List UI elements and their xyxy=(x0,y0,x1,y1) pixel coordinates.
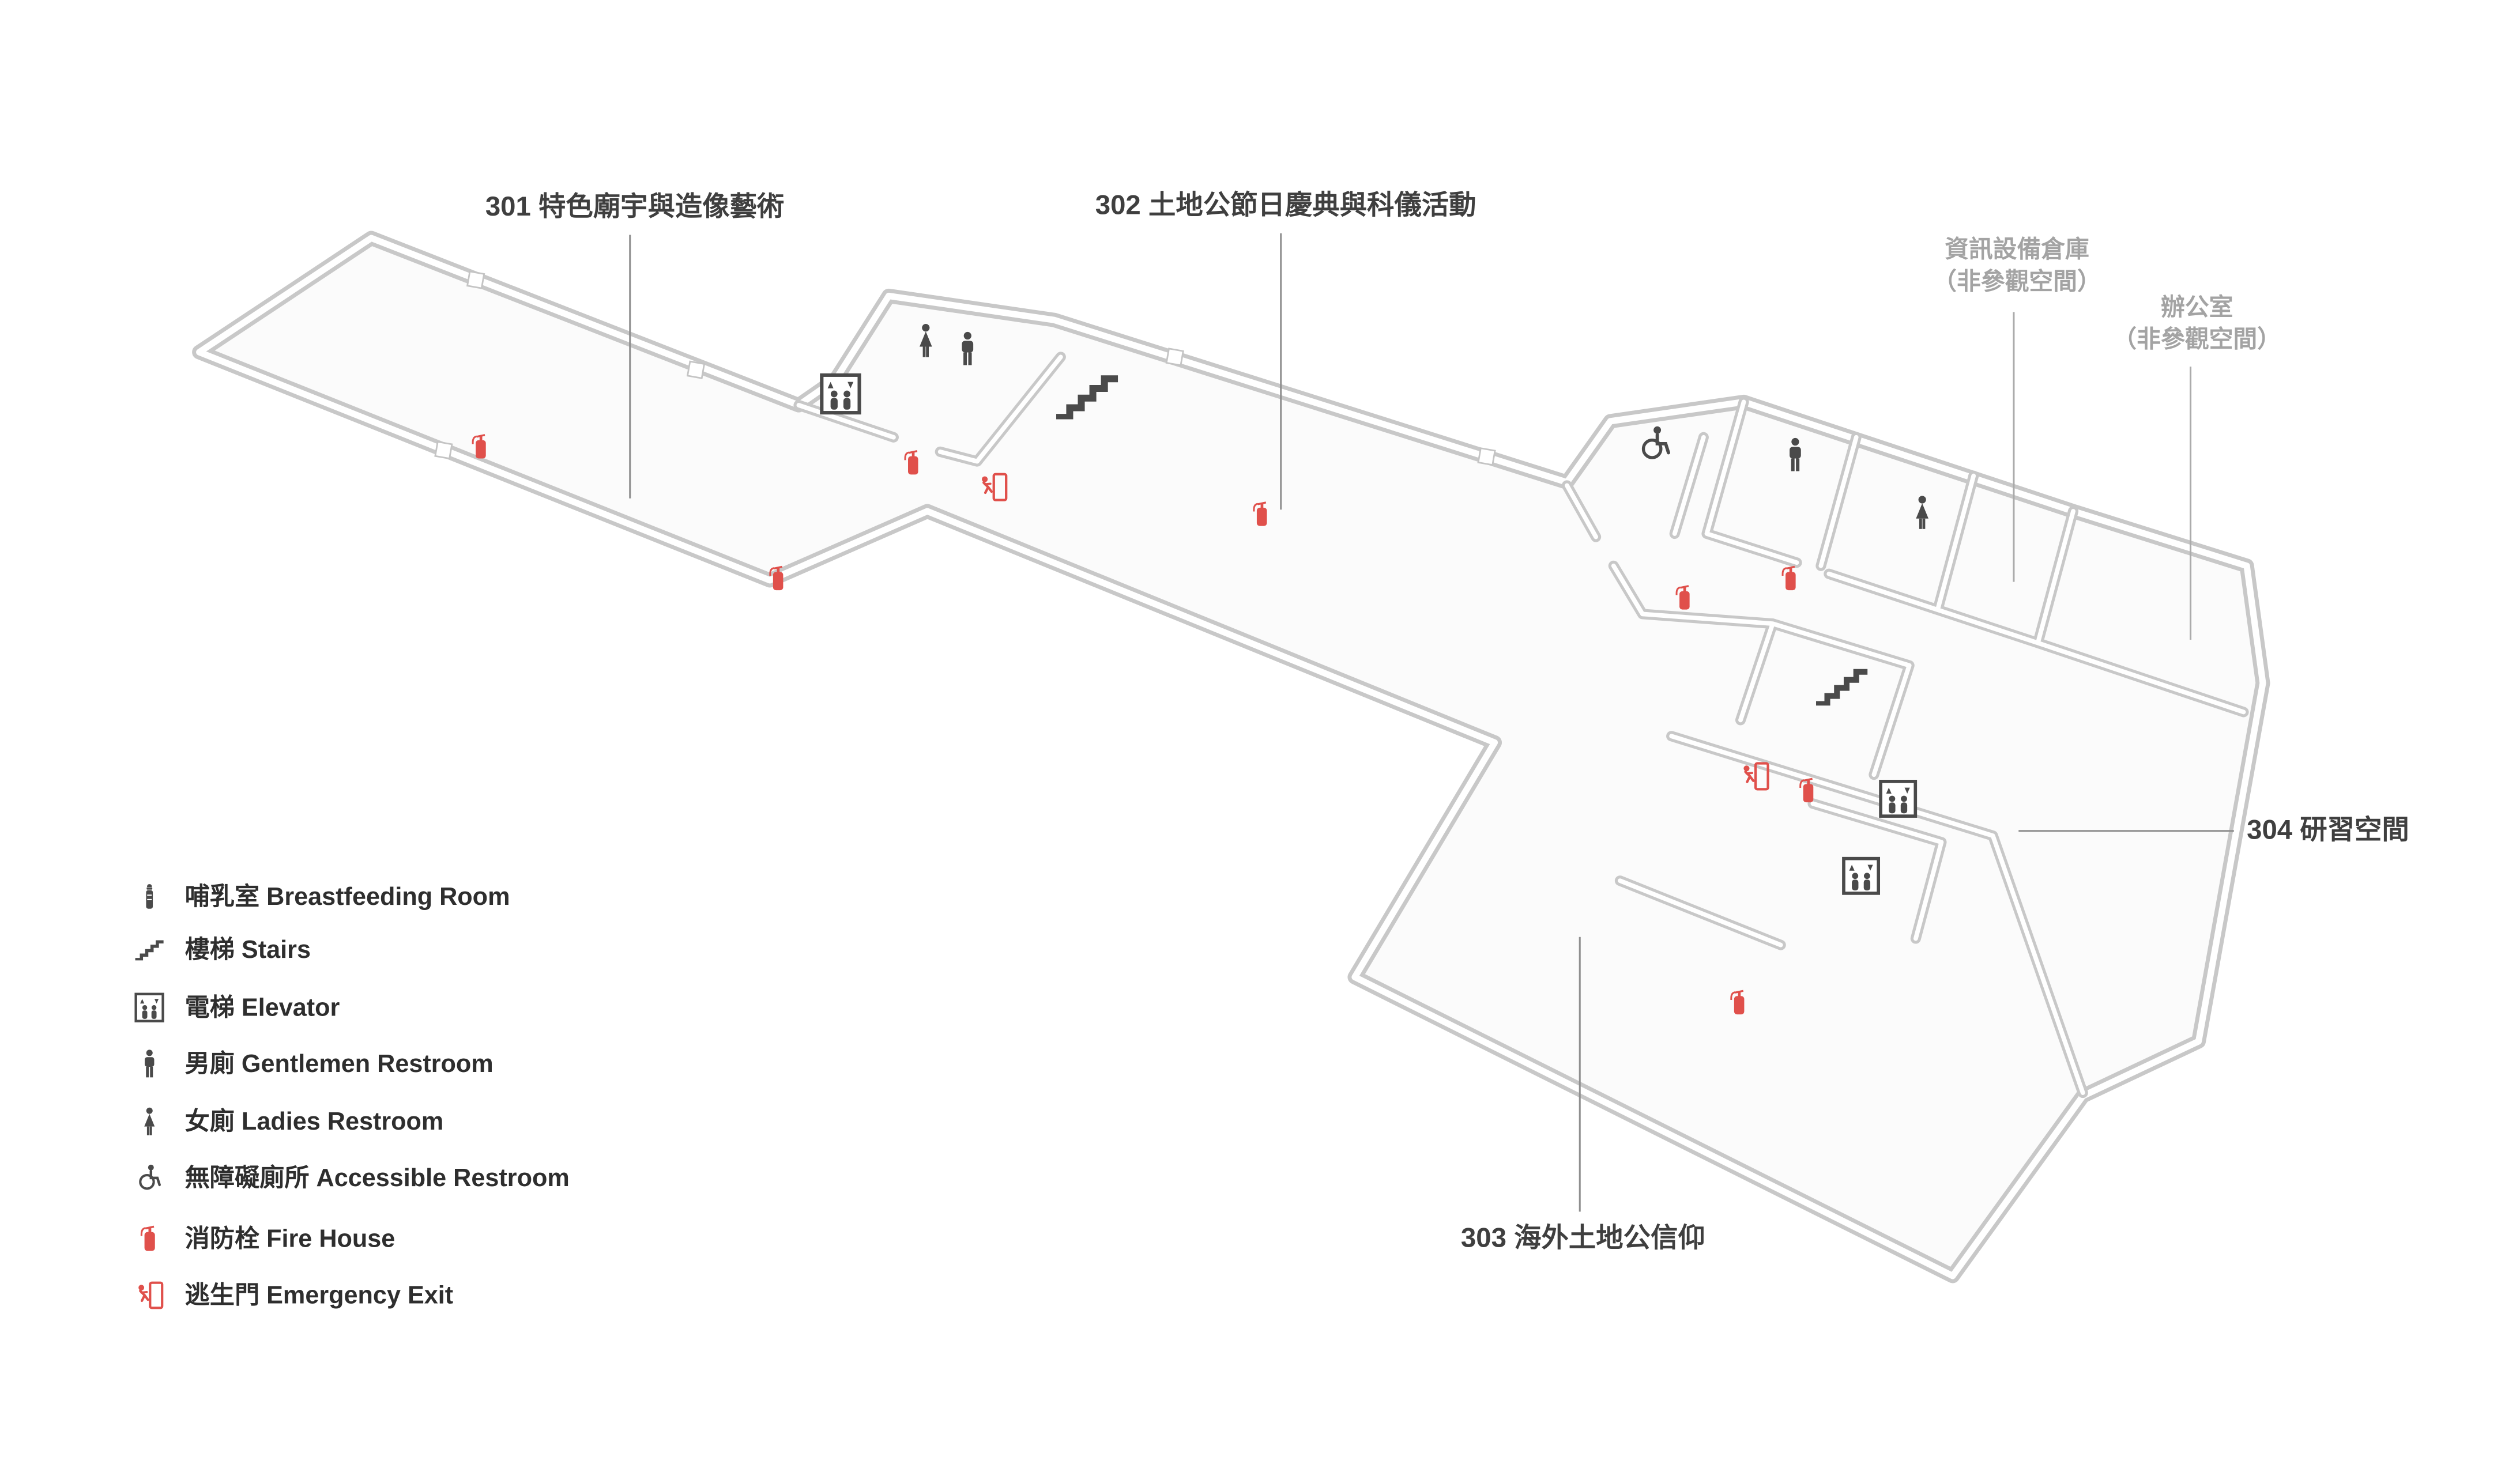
breastfeeding-icon xyxy=(146,884,153,909)
accessible-restroom-icon xyxy=(140,1165,159,1189)
legend-label: 樓梯 Stairs xyxy=(185,936,311,964)
emergency-exit-icon xyxy=(138,1283,162,1308)
womens-restroom-icon xyxy=(144,1107,155,1135)
legend-item-breastfeeding: 哺乳室 Breastfeeding Room xyxy=(146,883,510,911)
labels: 301 特色廟宇與造像藝術 302 土地公節日慶典與科儀活動 資訊設備倉庫 （非… xyxy=(485,190,2409,1253)
legend-label: 男廁 Gentlemen Restroom xyxy=(185,1049,494,1078)
legend-item-womens-restroom: 女廁 Ladies Restroom xyxy=(144,1107,443,1135)
legend-label: 哺乳室 Breastfeeding Room xyxy=(185,883,510,911)
legend-label: 無障礙廁所 Accessible Restroom xyxy=(185,1164,570,1192)
legend-item-elevator: 電梯 Elevator xyxy=(136,994,340,1021)
elevator-icon xyxy=(136,994,163,1021)
legend-item-emergency-exit: 逃生門 Emergency Exit xyxy=(138,1281,453,1309)
office-label: 辦公室 xyxy=(2161,293,2233,320)
outer-walls xyxy=(192,231,2270,1283)
fire-extinguisher-icon xyxy=(140,1225,156,1252)
wall-pillars xyxy=(434,270,1496,466)
storage-room-label: 資訊設備倉庫 xyxy=(1945,236,2089,263)
office-note: （非參觀空間） xyxy=(2112,326,2281,353)
legend-label: 女廁 Ladies Restroom xyxy=(185,1107,444,1135)
legend-label: 消防栓 Fire House xyxy=(185,1225,395,1253)
stairs-icon xyxy=(135,942,164,960)
floor-outline xyxy=(199,238,2263,1276)
storage-room-note: （非參觀空間） xyxy=(1933,267,2101,295)
legend-item-stairs: 樓梯 Stairs xyxy=(135,936,311,964)
elevator-icon xyxy=(822,375,859,413)
room-302-label: 302 土地公節日慶典與科儀活動 xyxy=(1095,190,1476,220)
elevator-icon xyxy=(1881,782,1915,816)
legend: 哺乳室 Breastfeeding Room 樓梯 Stairs 電梯 Elev… xyxy=(135,883,570,1309)
interior-walls xyxy=(793,352,2249,1098)
legend-label: 逃生門 Emergency Exit xyxy=(185,1281,454,1309)
legend-item-mens-restroom: 男廁 Gentlemen Restroom xyxy=(145,1049,494,1078)
legend-item-fire-extinguisher: 消防栓 Fire House xyxy=(140,1225,395,1253)
room-303-label: 303 海外土地公信仰 xyxy=(1461,1223,1705,1254)
floor-plan xyxy=(192,231,2270,1283)
legend-label: 電梯 Elevator xyxy=(185,994,340,1021)
room-301-label: 301 特色廟宇與造像藝術 xyxy=(485,191,785,222)
elevator-icon xyxy=(1844,859,1878,893)
room-304-label: 304 研習空間 xyxy=(2247,815,2409,845)
legend-item-accessible-restroom: 無障礙廁所 Accessible Restroom xyxy=(140,1164,570,1192)
mens-restroom-icon xyxy=(145,1049,155,1078)
